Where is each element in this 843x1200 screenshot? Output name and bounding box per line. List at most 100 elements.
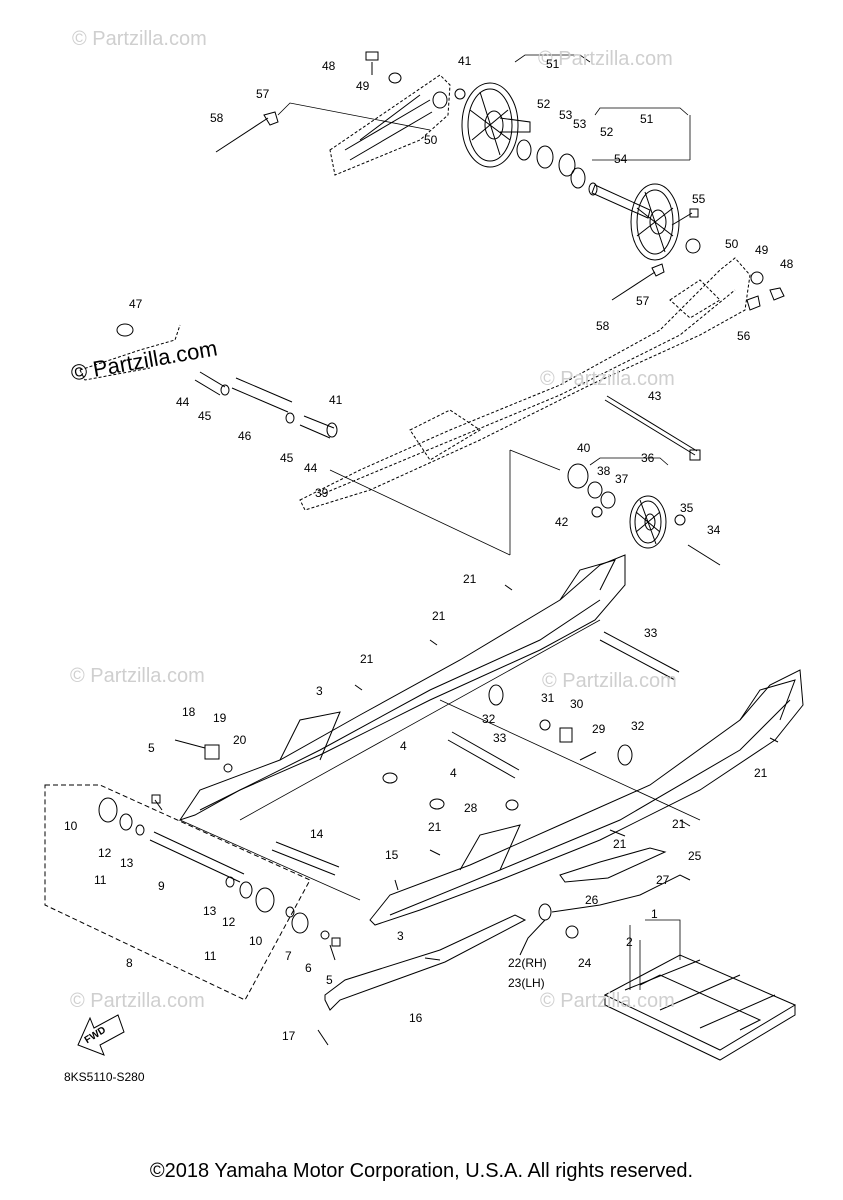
callout-number: 50 [424, 133, 438, 147]
callout-number: 54 [614, 152, 628, 166]
callout-number: 21 [613, 837, 627, 851]
callout-number: 21 [672, 817, 686, 831]
watermark: © Partzilla.com [70, 665, 205, 687]
callout-number: 32 [482, 712, 496, 726]
hyfax-slider-16 [324, 914, 527, 1011]
callout-number: 9 [158, 879, 165, 893]
callout-number: 25 [688, 849, 702, 863]
callout-number: 35 [680, 501, 694, 515]
callout-number: 50 [725, 237, 739, 251]
watermark: © Partzilla.com [72, 28, 207, 50]
rear-axle-parts [98, 797, 341, 961]
callout-number: 51 [640, 112, 654, 126]
callout-number: 53 [559, 108, 573, 122]
dashed-guide-lines [179, 619, 701, 901]
upper-right-side-rail [299, 257, 751, 511]
mid-idler-wheel [567, 463, 721, 566]
callout-number: 57 [636, 294, 650, 308]
watermark: © Partzilla.com [540, 368, 675, 390]
callout-number: 4 [450, 766, 457, 780]
callout-number: 52 [537, 97, 551, 111]
watermark: © Partzilla.com [542, 670, 677, 692]
callout-number: 20 [233, 733, 247, 747]
leader-lines-top [277, 54, 691, 161]
callout-number: 8 [126, 956, 133, 970]
callout-number: 3 [316, 684, 323, 698]
callout-number: 6 [305, 961, 312, 975]
callout-number: 56 [737, 329, 751, 343]
track-section [603, 954, 797, 1061]
upper-cross-shafts [194, 371, 338, 439]
callout-number: 37 [615, 472, 629, 486]
strap-25 [559, 847, 667, 883]
small-parts-lower [151, 584, 779, 891]
callout-number: 11 [94, 873, 107, 887]
bolt-head-43 [689, 449, 701, 461]
callout-number: 44 [304, 461, 318, 475]
callout-number: 43 [648, 389, 662, 403]
lower-right-slide-rail [369, 669, 804, 926]
callout-number: 16 [409, 1011, 423, 1025]
springs [519, 874, 691, 956]
diagram-code: 8KS5110-S280 [64, 1070, 145, 1084]
callout-number: 42 [555, 515, 569, 529]
lower-cross-shafts [271, 631, 680, 876]
callout-number: 30 [570, 697, 584, 711]
callout-number: 19 [213, 711, 227, 725]
callout-number: 31 [541, 691, 555, 705]
callout-number: 12 [222, 915, 236, 929]
spacers-52-53 [516, 139, 586, 189]
watermark: © Partzilla.com [70, 990, 205, 1012]
callout-number: 41 [458, 54, 472, 68]
callout-number: 21 [754, 766, 768, 780]
callout-number: 32 [631, 719, 645, 733]
callout-number: 21 [428, 820, 442, 834]
callout-number: 27 [656, 873, 670, 887]
callout-number: 46 [238, 429, 252, 443]
callout-number: 53 [573, 117, 587, 131]
callout-number: 45 [198, 409, 212, 423]
callout-number: 15 [385, 848, 399, 862]
callout-number: 41 [329, 393, 343, 407]
callout-number: 5 [326, 973, 333, 987]
callout-number: 11 [204, 949, 217, 963]
rear-axle-kit-box [44, 784, 311, 1001]
slider-stripe [424, 957, 441, 961]
rear-idler-wheel-right [630, 183, 680, 261]
copyright-notice: ©2018 Yamaha Motor Corporation, U.S.A. A… [149, 1160, 694, 1182]
bolts-top [215, 51, 785, 311]
callout-number: 10 [64, 819, 78, 833]
callout-number: 49 [356, 79, 370, 93]
callout-number: 55 [692, 192, 706, 206]
lower-left-slide-rail [178, 554, 626, 821]
callout-number: 44 [176, 395, 190, 409]
callout-number: 24 [578, 956, 592, 970]
callout-number: 58 [210, 111, 224, 125]
callout-number: 22(RH) [508, 956, 547, 970]
leader-lines-mid [329, 449, 669, 556]
upper-left-rail-fragment [79, 324, 181, 381]
callout-number: 49 [755, 243, 769, 257]
callout-number: 10 [249, 934, 263, 948]
bolt-17 [317, 1029, 329, 1046]
callout-number: 33 [644, 626, 658, 640]
callout-number: 13 [203, 904, 217, 918]
callout-number: 18 [182, 705, 196, 719]
callout-number: 21 [432, 609, 446, 623]
callout-number: 29 [592, 722, 606, 736]
callout-number: 33 [493, 731, 507, 745]
callout-number: 47 [129, 297, 143, 311]
callout-number: 17 [282, 1029, 296, 1043]
callout-number: 4 [400, 739, 407, 753]
callout-number: 28 [464, 801, 478, 815]
idler-axle-54 [588, 182, 651, 219]
callout-number: 58 [596, 319, 610, 333]
callout-number: 57 [256, 87, 270, 101]
callout-number: 45 [280, 451, 294, 465]
callout-number: 34 [707, 523, 721, 537]
callout-number: 39 [315, 486, 329, 500]
callout-number: 38 [597, 464, 611, 478]
callout-number: 2 [626, 935, 633, 949]
callout-number: 51 [546, 57, 560, 71]
callout-number: 40 [577, 441, 591, 455]
